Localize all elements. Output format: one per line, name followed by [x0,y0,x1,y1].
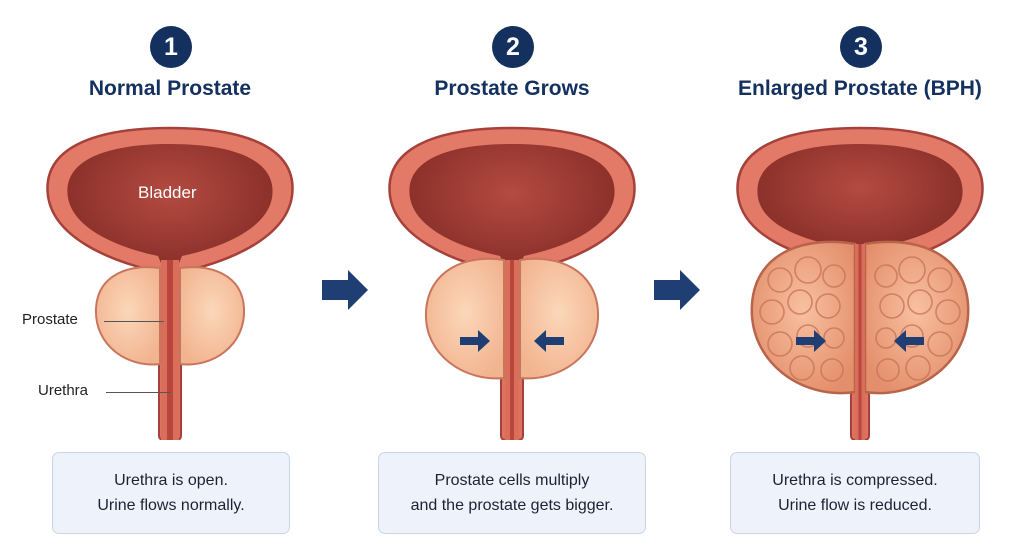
prostate-lobe-right [519,257,600,380]
pressure-arrow-right-icon [796,330,826,352]
caption-box: Prostate cells multiply and the prostate… [378,452,646,534]
urethra-label: Urethra [38,382,89,399]
prostate-lobe-left [750,240,857,395]
normal-prostate-illustration [46,126,294,440]
prostate-label: Prostate [22,311,78,328]
caption-line: Urine flow is reduced. [778,497,932,514]
prostate-lobe-right [179,266,246,366]
step-number-badge: 3 [840,26,882,68]
bladder-lumen [67,144,273,285]
pressure-arrow-left-icon [894,330,924,352]
pressure-arrow-right-icon [460,330,490,352]
pressure-arrow-left-icon [534,330,564,352]
stage-normal-prostate: 1 Normal Prostate Bladder Prostate Ureth… [20,0,320,559]
stage-prostate-grows: 2 Prostate Grows Prostate cells multiply… [362,0,662,559]
bladder-lumen [409,144,615,285]
prostate-lobe-right [863,240,970,395]
stage-title: Prostate Grows [434,77,590,100]
prostate-lobe-left [94,266,161,366]
urethra-leader-line [106,392,170,393]
caption-line: Urethra is open. [114,472,228,489]
growing-prostate-illustration [388,126,636,440]
stage-title: Enlarged Prostate (BPH) [738,77,982,100]
step-number-badge: 1 [150,26,192,68]
caption-line: Prostate cells multiply [434,472,590,489]
caption-box: Urethra is compressed. Urine flow is red… [730,452,980,534]
transition-arrow-icon [654,270,700,310]
prostate-lobe-left [424,257,505,380]
caption-line: Urine flows normally. [97,497,245,514]
caption-line: and the prostate gets bigger. [410,497,614,514]
transition-arrow-icon [322,270,368,310]
prostate-leader-line [104,321,164,322]
stage-enlarged-prostate: 3 Enlarged Prostate (BPH) Urethra is com… [710,0,1010,559]
enlarged-prostate-illustration [736,126,984,440]
caption-line: Urethra is compressed. [772,472,938,489]
bladder-lumen [757,144,963,270]
stage-title: Normal Prostate [88,77,252,100]
bladder-label: Bladder [138,183,197,202]
step-number-badge: 2 [492,26,534,68]
caption-box: Urethra is open. Urine flows normally. [52,452,290,534]
